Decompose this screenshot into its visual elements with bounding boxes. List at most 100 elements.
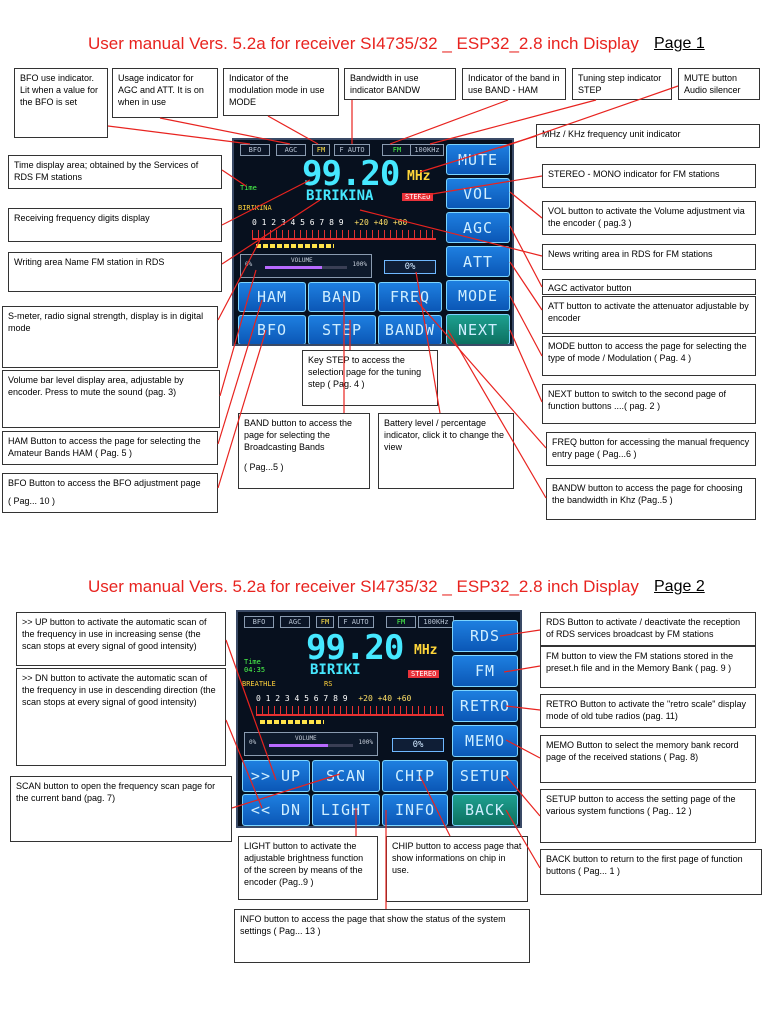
back-button[interactable]: BACK: [452, 794, 518, 826]
info-button[interactable]: INFO: [382, 794, 448, 826]
volume-fill: [265, 266, 323, 269]
note-bfo-button: BFO Button to access the BFO adjustment …: [2, 473, 218, 513]
note-light-button: LIGHT button to activate the adjustable …: [238, 836, 378, 900]
next-button[interactable]: NEXT: [446, 314, 510, 344]
volume-track: [269, 744, 353, 747]
light-button[interactable]: LIGHT: [312, 794, 380, 826]
bfo-indicator: BFO: [240, 144, 270, 156]
note-mute-button: MUTE button Audio silencer: [678, 68, 760, 100]
volume-track: [265, 266, 347, 269]
note-usage-indicator: Usage indicator for AGC and ATT. It is o…: [112, 68, 218, 118]
step-indicator: 100KHz: [410, 144, 444, 156]
time-value: 04:35: [244, 666, 266, 674]
smeter-ticks: [256, 706, 444, 716]
note-scan-button: SCAN button to open the frequency scan p…: [10, 776, 232, 842]
bandw-button[interactable]: BANDW: [378, 315, 442, 344]
chip-button[interactable]: CHIP: [382, 760, 448, 792]
note-band-button-page: ( Pag...5 ): [244, 462, 284, 472]
mute-button[interactable]: MUTE: [446, 144, 510, 175]
volume-label: VOLUME: [291, 257, 313, 264]
smeter-scale-numbers: 0 1 2 3 4 5 6 7 8 9: [256, 694, 348, 703]
mode-button[interactable]: MODE: [446, 280, 510, 311]
note-next-button: NEXT button to switch to the second page…: [542, 384, 756, 424]
note-retro-button: RETRO Button to activate the "retro scal…: [540, 694, 756, 728]
setup-button[interactable]: SETUP: [452, 760, 518, 792]
retro-button[interactable]: RETRO: [452, 690, 518, 722]
note-ham-button: HAM Button to access the page for select…: [2, 431, 218, 465]
note-bandw-button: BANDW button to access the page for choo…: [546, 478, 756, 520]
frequency-display: 99.20: [302, 154, 400, 194]
smeter-scale-db: +20 +40 +60: [358, 694, 412, 703]
note-bfo-indicator: BFO use indicator. Lit when a value for …: [14, 68, 108, 138]
band-indicator: FM: [386, 616, 416, 628]
note-volume-bar: Volume bar level display area, adjustabl…: [2, 370, 220, 428]
page1-label: Page 1: [654, 35, 705, 52]
fm-button[interactable]: FM: [452, 655, 518, 687]
volume-high: 100%: [352, 261, 367, 268]
smeter-ticks: [252, 230, 436, 240]
att-button[interactable]: ATT: [446, 246, 510, 277]
note-vol-button: VOL button to activate the Volume adjust…: [542, 201, 756, 235]
note-setup-button: SETUP button to access the setting page …: [540, 789, 756, 843]
bfo-indicator: BFO: [244, 616, 274, 628]
bfo-button[interactable]: BFO: [238, 315, 306, 344]
rds-indicator: RS: [324, 680, 333, 688]
volume-fill: [269, 744, 328, 747]
station-name: BIRIKI: [310, 662, 361, 678]
note-band-button-text: BAND button to access the page for selec…: [244, 418, 353, 452]
rds-button[interactable]: RDS: [452, 620, 518, 652]
volume-low: 0%: [245, 261, 253, 268]
unit-indicator: MHz: [414, 643, 438, 658]
memo-button[interactable]: MEMO: [452, 725, 518, 757]
up-button[interactable]: >> UP: [242, 760, 310, 792]
mode-indicator: FM: [316, 616, 334, 628]
note-time-area: Time display area; obtained by the Servi…: [8, 155, 222, 189]
battery-indicator[interactable]: 0%: [384, 260, 436, 274]
page1-screen: BFO AGC FM F AUTO FM 100KHz Time 99.20 M…: [232, 138, 514, 346]
note-rds-button: RDS Button to activate / deactivate the …: [540, 612, 756, 646]
volume-low: 0%: [249, 739, 257, 746]
smeter-scale-db: +20 +40 +60: [354, 218, 408, 227]
step-button[interactable]: STEP: [308, 315, 376, 344]
vol-button[interactable]: VOL: [446, 178, 510, 209]
note-news-area: News writing area in RDS for FM stations: [542, 244, 756, 270]
mode-indicator: FM: [312, 144, 330, 156]
note-mode-indicator: Indicator of the modulation mode in use …: [223, 68, 339, 116]
station-name: BIRIKINA: [306, 188, 374, 204]
scan-button[interactable]: SCAN: [312, 760, 380, 792]
page1-title: User manual Vers. 5.2a for receiver SI47…: [88, 34, 639, 53]
note-battery: Battery level / percentage indicator, cl…: [378, 413, 514, 489]
note-att-button: ATT button to activate the attenuator ad…: [542, 296, 756, 334]
note-step-indicator: Tuning step indicator STEP: [572, 68, 672, 100]
agc-button[interactable]: AGC: [446, 212, 510, 243]
battery-indicator[interactable]: 0%: [392, 738, 444, 752]
note-back-button: BACK button to return to the first page …: [540, 849, 762, 895]
time-label: Time: [240, 184, 257, 192]
volume-bar[interactable]: 0% VOLUME 100%: [240, 254, 372, 278]
note-key-step: Key STEP to access the selection page fo…: [302, 350, 438, 406]
volume-bar[interactable]: 0% VOLUME 100%: [244, 732, 378, 756]
frequency-display: 99.20: [306, 628, 404, 668]
time-label-text: Time: [244, 658, 261, 666]
note-mode-button: MODE button to access the page for selec…: [542, 336, 756, 376]
note-freq-digits: Receiving frequency digits display: [8, 208, 222, 242]
note-up-button: >> UP button to activate the automatic s…: [16, 612, 226, 666]
note-bandw-indicator: Bandwidth in use indicator BANDW: [344, 68, 456, 100]
note-name-area: Writing area Name FM station in RDS: [8, 252, 222, 292]
note-bfo-button-text: BFO Button to access the BFO adjustment …: [8, 478, 201, 488]
note-agc-button: AGC activator button: [542, 279, 756, 295]
note-dn-button: >> DN button to activate the automatic s…: [16, 668, 226, 766]
rds-news: BREATHLE: [242, 680, 276, 688]
stereo-indicator: STEREO: [402, 193, 434, 201]
dn-button[interactable]: << DN: [242, 794, 310, 826]
freq-button[interactable]: FREQ: [378, 282, 442, 312]
band-button[interactable]: BAND: [308, 282, 376, 312]
page2-label: Page 2: [654, 578, 705, 595]
volume-label: VOLUME: [295, 735, 317, 742]
note-mhz-unit: MHz / KHz frequency unit indicator: [536, 124, 760, 148]
ham-button[interactable]: HAM: [238, 282, 306, 312]
page2-screen: BFO AGC FM F AUTO FM 100KHz Time 04:35 9…: [236, 610, 522, 828]
rds-news: BIRIKINA: [238, 204, 272, 212]
note-fm-button: FM button to view the FM stations stored…: [540, 646, 756, 688]
note-memo-button: MEMO Button to select the memory bank re…: [540, 735, 756, 783]
